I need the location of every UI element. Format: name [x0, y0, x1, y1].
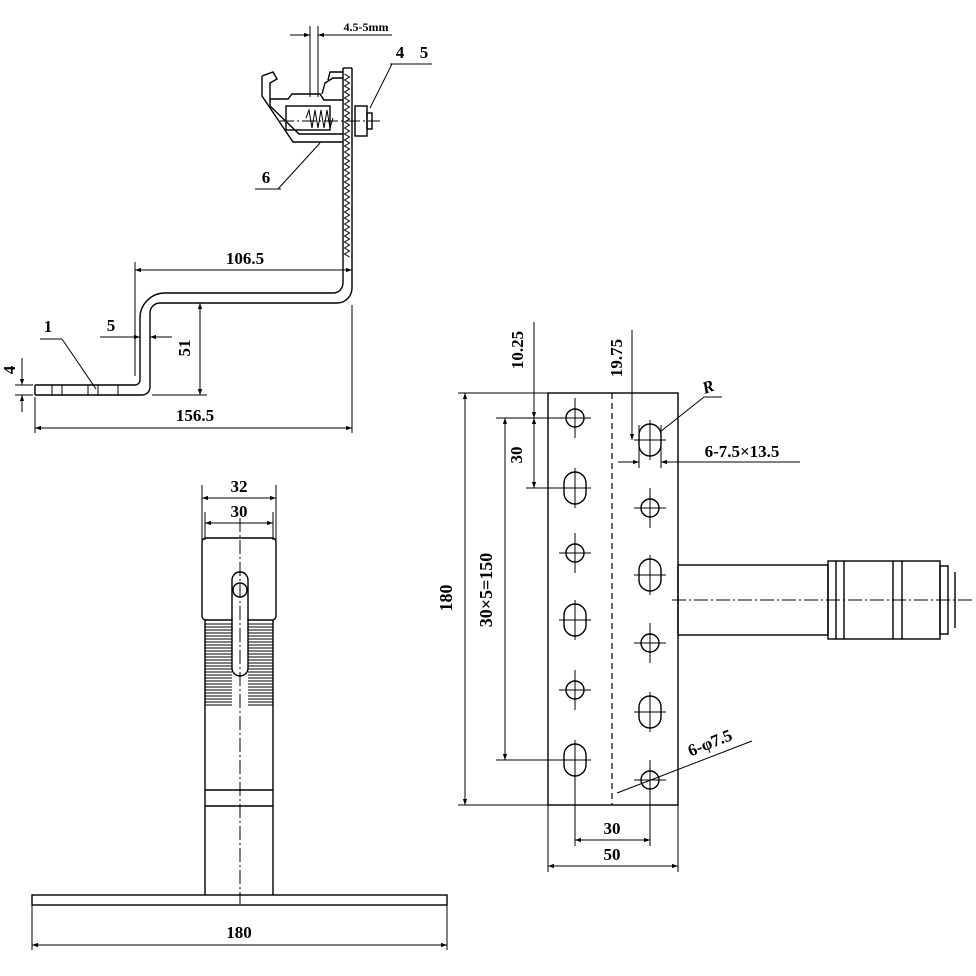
hole-pitch-dimension: 30	[496, 417, 566, 489]
top-view: 10.25 30 30×5=150 180 19.75 R	[436, 322, 974, 872]
balloon-4-label: 4	[396, 43, 405, 62]
plate-width-dimension: 50	[547, 805, 679, 872]
hole-spec-label: 6-φ7.5	[685, 725, 735, 760]
inner-width-dimension: 30	[204, 502, 274, 540]
balloon-6: 6	[255, 142, 321, 190]
total-pitch-dimension: 30×5=150	[476, 418, 565, 761]
leader-line	[659, 396, 705, 433]
column-spacing-dimension: 30	[574, 775, 651, 846]
outer-width-dimension: 32	[201, 477, 277, 540]
spring	[305, 108, 334, 129]
base-thickness-dimension: 4	[0, 358, 33, 412]
leader-line	[616, 740, 753, 794]
balloon-4-5: 4 5	[369, 43, 432, 109]
balloon-1-label: 1	[44, 317, 53, 336]
reach-dimension-label: 106.5	[226, 249, 264, 268]
column-spacing-label: 30	[604, 819, 621, 838]
slot-spec-label: 6-7.5×13.5	[705, 442, 780, 461]
base-plate	[31, 894, 448, 906]
right-bend-outer	[336, 287, 353, 304]
hole-pitch-label: 30	[507, 447, 526, 464]
shaft	[672, 560, 974, 640]
plate-holes	[559, 398, 666, 800]
base-thickness-label: 4	[0, 365, 19, 374]
leader-line	[277, 142, 321, 190]
base-plate-outline	[547, 392, 679, 806]
base-length-dimension: 180	[31, 905, 448, 950]
plate-length-label: 180	[436, 585, 456, 612]
front-view: 32 30 180	[31, 477, 448, 950]
leader-line	[61, 338, 97, 390]
base-fillet	[134, 379, 141, 386]
serrated-zone	[205, 623, 273, 706]
slot-spec-callout: 6-7.5×13.5	[618, 425, 800, 468]
edge-to-hole-label: 10.25	[508, 331, 527, 369]
clamp-lip	[321, 77, 343, 95]
right-bend-inner	[332, 282, 344, 294]
overall-length-dimension: 156.5	[34, 305, 353, 433]
hook-profile	[34, 67, 353, 396]
overall-length-label: 156.5	[176, 406, 214, 425]
balloon-6-label: 6	[262, 168, 271, 187]
base-length-label: 180	[226, 923, 252, 942]
thickness-dimension-label: 5	[107, 316, 116, 335]
edge-to-slot-dimension: 19.75	[607, 330, 635, 440]
plate-width-label: 50	[604, 845, 621, 864]
total-pitch-label: 30×5=150	[476, 553, 496, 628]
hook-front-body	[31, 518, 448, 906]
radius-label: R	[699, 376, 717, 398]
thickness-dimension: 5	[100, 316, 172, 340]
side-view: 4.5-5mm 4 5	[0, 20, 432, 433]
rail-clamp	[261, 71, 380, 143]
height-dimension-label: 51	[175, 340, 194, 357]
balloon-1: 1	[40, 317, 97, 390]
gap-dimension: 4.5-5mm	[290, 20, 392, 97]
gap-dimension-label: 4.5-5mm	[344, 20, 389, 34]
clamp-inner-profile	[269, 99, 343, 135]
hole-spec-callout: 6-φ7.5	[616, 725, 753, 794]
hook-serration	[343, 73, 351, 258]
left-bend-inner	[149, 302, 161, 314]
edge-to-slot-label: 19.75	[607, 339, 626, 377]
outer-width-label: 32	[231, 477, 248, 496]
edge-to-hole-dimension: 10.25	[458, 322, 548, 418]
leader-line	[369, 63, 393, 109]
left-bend-outer	[139, 292, 166, 319]
reach-dimension: 106.5	[134, 249, 352, 376]
height-dimension: 51	[152, 303, 207, 396]
clamp-outer-profile	[261, 76, 343, 143]
clamp-channel	[285, 105, 331, 131]
inner-width-label: 30	[231, 502, 248, 521]
clamp-upper-profile	[261, 71, 343, 101]
clamp-lip	[327, 71, 343, 81]
base-corner	[141, 386, 151, 396]
radius-callout: R	[659, 376, 722, 433]
plate-length-dimension: 180	[436, 393, 548, 806]
balloon-5-label: 5	[420, 43, 429, 62]
